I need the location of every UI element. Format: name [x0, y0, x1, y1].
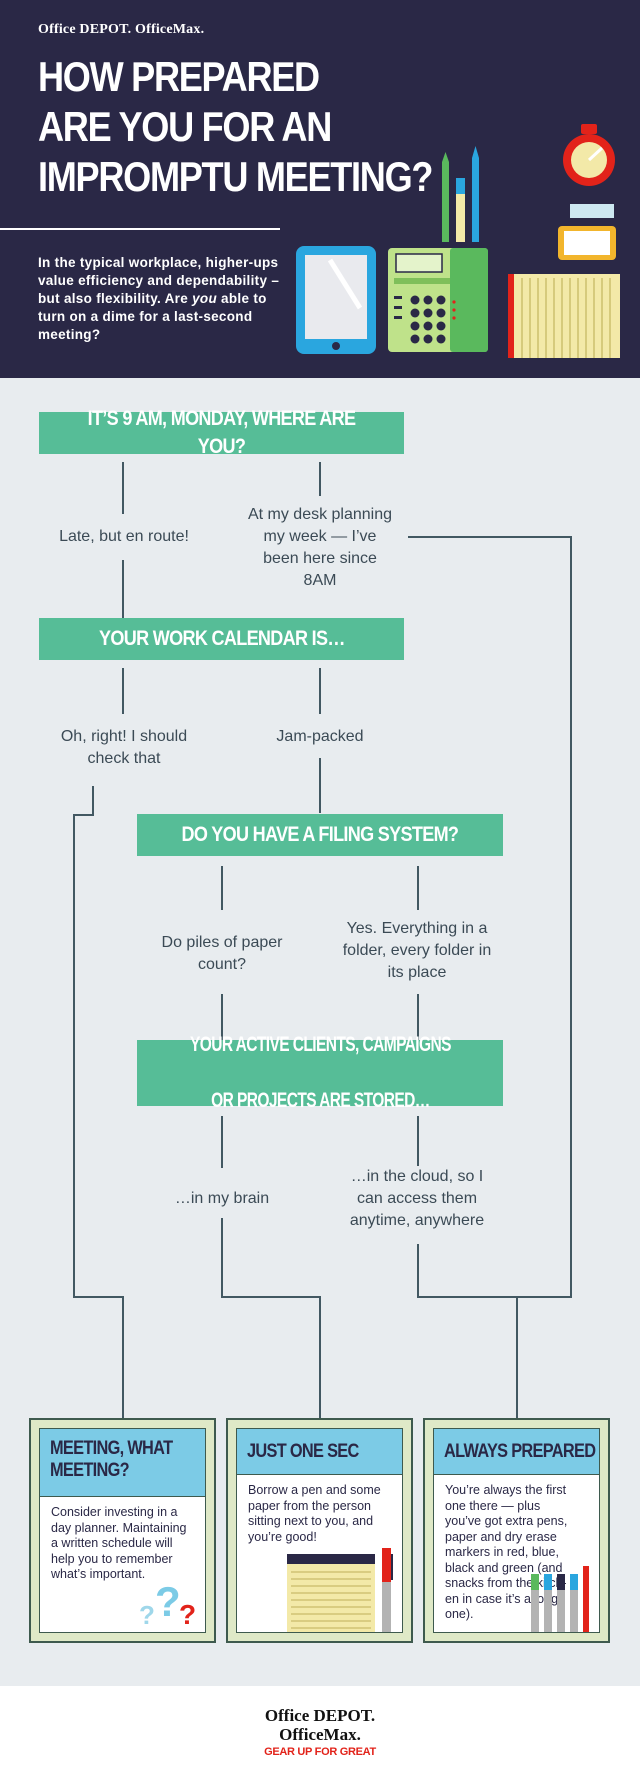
notepad-icon — [508, 274, 620, 358]
office-supplies-illustration — [296, 124, 620, 358]
outcome-card-just-one-sec: JUST ONE SEC Borrow a pen and some paper… — [226, 1418, 413, 1643]
legal-pad-and-pen-icon — [287, 1548, 393, 1632]
answer-check-calendar: Oh, right! I should check that — [60, 728, 188, 767]
svg-text:?: ? — [139, 1600, 155, 1628]
footer-tagline: GEAR UP FOR GREAT — [264, 1746, 376, 1758]
question-location: IT’S 9 AM, MONDAY, WHERE ARE YOU? — [39, 407, 404, 458]
svg-text:?: ? — [155, 1578, 181, 1625]
question-filing-system: DO YOU HAVE A FILING SYSTEM? — [137, 814, 503, 856]
outcome-title: ALWAYS PREPARED — [434, 1429, 599, 1475]
answer-folders: Yes. Everything in a folder, every folde… — [342, 920, 492, 981]
answer-late: Late, but en route! — [59, 528, 189, 545]
footer: Office DEPOT. OfficeMax. GEAR UP FOR GRE… — [0, 1686, 640, 1791]
answer-piles-of-paper: Do piles of paper count? — [161, 934, 283, 973]
tablet-icon — [296, 246, 376, 354]
smartphone-icon — [558, 226, 616, 260]
outcome-description: You’re always the first one there — plus… — [445, 1483, 568, 1621]
timer-icon — [563, 124, 615, 186]
question-marks-icon: ? ? ? — [139, 1578, 196, 1628]
title-line: ARE YOU FOR AN — [38, 103, 332, 150]
footer-logo-office-depot: Office DEPOT. — [264, 1706, 376, 1725]
answer-in-cloud: …in the cloud, so I can access them anyt… — [349, 1168, 485, 1229]
answer-in-brain: …in my brain — [174, 1190, 270, 1207]
header: Office DEPOT. OfficeMax. HOW PREPARED AR… — [0, 0, 640, 378]
svg-text:?: ? — [179, 1599, 196, 1628]
intro-text: In the typical workplace, higher-ups val… — [38, 255, 280, 342]
outcome-description: Consider investing in a day planner. Mai… — [51, 1505, 187, 1581]
footer-logo-officemax: OfficeMax. — [279, 1725, 361, 1744]
header-divider — [0, 228, 280, 230]
markers-icon — [531, 1566, 589, 1632]
title-line: IMPROMPTU MEETING? — [38, 153, 433, 200]
answer-at-desk: At my desk planning my week — I’ve been … — [247, 506, 393, 589]
answer-jam-packed: Jam-packed — [276, 728, 364, 745]
outcome-card-always-prepared: ALWAYS PREPARED You’re always the first … — [423, 1418, 610, 1643]
pens-icon — [442, 146, 479, 242]
page-title: HOW PREPARED ARE YOU FOR AN IMPROMPTU ME… — [38, 52, 520, 202]
sticky-note-icon — [570, 204, 614, 218]
outcome-title: JUST ONE SEC — [237, 1429, 402, 1475]
title-line: HOW PREPARED — [38, 53, 320, 100]
desk-phone-icon — [388, 248, 488, 352]
outcome-description: Borrow a pen and some paper from the per… — [248, 1483, 381, 1544]
question-calendar: YOUR WORK CALENDAR IS… — [39, 618, 404, 660]
brand-logo: Office DEPOT. OfficeMax. — [38, 22, 205, 37]
